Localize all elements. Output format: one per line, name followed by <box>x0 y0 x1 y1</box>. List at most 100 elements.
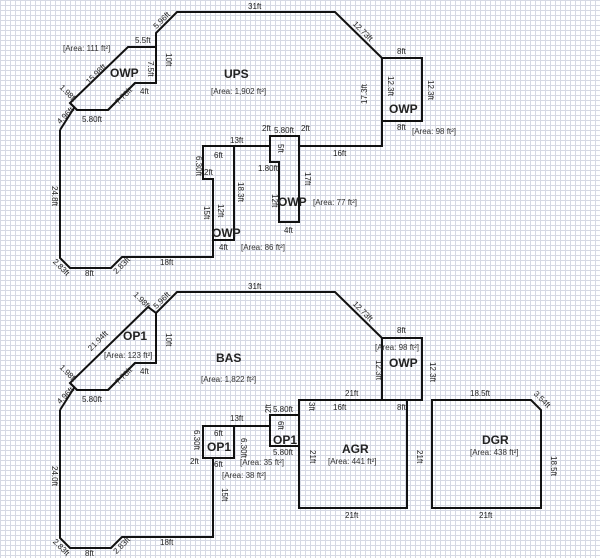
dimension-label: 6.30ft <box>194 156 203 177</box>
dimension-label: 24.0ft <box>50 466 59 487</box>
dimension-label: 21ft <box>345 389 359 398</box>
area-name-owp: OWP <box>389 356 418 370</box>
area-name-op1: OP1 <box>273 433 297 447</box>
dimension-label: 5.80ft <box>273 405 294 414</box>
area-size-owp: [Area: 86 ft²] <box>241 243 285 252</box>
dimension-label: 6.30ft <box>239 438 248 459</box>
dimension-label: 12.3ft <box>386 76 395 97</box>
dimension-label: 6.30ft <box>192 430 201 451</box>
dimension-label: 2ft <box>301 124 311 133</box>
dimension-label: 6ft <box>214 460 224 469</box>
dimension-label: 10ft <box>164 53 173 67</box>
area-size-op1: [Area: 35 ft²] <box>240 458 284 467</box>
owp-c-outline[interactable] <box>269 135 300 223</box>
dimension-label: 12.3ft <box>426 80 435 101</box>
dimension-label: 1.80ft <box>258 164 279 173</box>
owp-a-outline[interactable] <box>68 46 157 111</box>
area-name-owp: OWP <box>278 195 307 209</box>
dimension-label: 4ft <box>284 226 294 235</box>
dimension-label: 4ft <box>140 87 150 96</box>
dimension-label: 18.5ft <box>549 456 558 477</box>
dimension-labels: 31ft 12.73ft 8ft 12.3ft 12.3ft 21ft 16ft… <box>50 282 558 558</box>
dimension-label: 13ft <box>230 136 244 145</box>
owp-d-outline[interactable] <box>213 146 235 241</box>
dimension-label: 18ft <box>160 258 174 267</box>
dimension-label: 7.78ft <box>114 365 135 386</box>
dimension-label: 5.80ft <box>82 395 103 404</box>
dimension-label: 15ft <box>202 206 211 220</box>
area-size-owp: [Area: 111 ft²] <box>63 44 110 53</box>
dimension-label: 1.98ft <box>58 363 79 384</box>
dimension-label: 8ft <box>397 326 407 335</box>
dimension-label: 2ft <box>262 124 272 133</box>
dimension-label: 24.8ft <box>50 186 59 207</box>
area-size-dgr: [Area: 438 ft²] <box>470 448 518 457</box>
dimension-label: 10ft <box>164 333 173 347</box>
dimension-label: 2ft <box>190 457 200 466</box>
dimension-label: 8ft <box>85 269 95 278</box>
dimension-label: 4ft <box>140 367 150 376</box>
area-name-op1: OP1 <box>123 329 147 343</box>
dimension-label: 21ft <box>415 450 424 464</box>
area-size-bas: [Area: 1,822 ft²] <box>201 375 256 384</box>
dimension-label: 13ft <box>230 414 244 423</box>
dimension-label: 17ft <box>303 172 312 186</box>
dimension-label: 18ft <box>160 538 174 547</box>
area-name-op1: OP1 <box>207 440 231 454</box>
dimension-label: 21ft <box>308 450 317 464</box>
dimension-label: 21.94ft <box>86 329 110 353</box>
dimension-label: 8ft <box>397 403 407 412</box>
dimension-label: 4ft <box>219 243 229 252</box>
upper-floor: UPS [Area: 1,902 ft²] OWP [Area: 111 ft²… <box>50 2 456 278</box>
dimension-label: 7.5ft <box>146 61 155 77</box>
dgr-outline[interactable] <box>431 399 542 509</box>
area-size-op1: [Area: 123 ft²] <box>104 351 152 360</box>
dimension-label: 18.5ft <box>470 389 491 398</box>
area-name-owp: OWP <box>389 102 418 116</box>
dimension-label: 2.83ft <box>51 257 72 278</box>
dimension-label: 12.3ft <box>428 362 437 383</box>
lower-floor: BAS [Area: 1,822 ft²] OP1 [Area: 123 ft²… <box>50 282 558 558</box>
dimension-label: 12ft <box>270 194 279 208</box>
area-size-ups: [Area: 1,902 ft²] <box>211 87 266 96</box>
dimension-label: 16ft <box>333 149 347 158</box>
dimension-label: 5.80ft <box>82 115 103 124</box>
area-name-agr: AGR <box>342 442 369 456</box>
dimension-label: 3.54ft <box>532 389 553 410</box>
dimension-label: 15ft <box>220 488 229 502</box>
dimension-label: 7.78ft <box>114 85 135 106</box>
area-name-owp: OWP <box>212 226 241 240</box>
dimension-label: 8ft <box>397 47 407 56</box>
owp-b-outline[interactable] <box>381 57 423 122</box>
dimension-label: 6ft <box>276 421 285 431</box>
area-size-owp: [Area: 98 ft²] <box>375 343 419 352</box>
dimension-label: 31ft <box>248 2 262 11</box>
dimension-label: 5.80ft <box>273 448 294 457</box>
op1-a-outline[interactable] <box>68 305 157 391</box>
dimension-label: 8ft <box>85 549 95 558</box>
dimension-label: 2.83ft <box>51 537 72 558</box>
dimension-label: 12.3ft <box>374 360 383 381</box>
dimension-label: 6ft <box>214 429 224 438</box>
area-name-bas: BAS <box>216 351 241 365</box>
dimension-label: 17.3ft <box>360 83 369 104</box>
dimension-label: 2ft <box>264 403 273 413</box>
area-size-owp: [Area: 77 ft²] <box>313 198 357 207</box>
dimension-label: 5.5ft <box>135 36 151 45</box>
dimension-label: 3ft <box>307 402 316 412</box>
dimension-label: 18.3ft <box>236 182 245 203</box>
dimension-label: 21ft <box>345 511 359 520</box>
op1-b-outline[interactable] <box>202 425 235 459</box>
dimension-label: 5ft <box>276 144 285 154</box>
dimension-label: 6ft <box>214 151 224 160</box>
area-size-op1: [Area: 38 ft²] <box>222 471 266 480</box>
bas-outline[interactable] <box>59 291 383 549</box>
dimension-label: 12ft <box>216 204 225 218</box>
dimension-label: 8ft <box>397 123 407 132</box>
dimension-label: 2ft <box>204 168 214 177</box>
agr-outline[interactable] <box>298 399 408 509</box>
dimension-label: 16ft <box>333 403 347 412</box>
dimension-label: 31ft <box>248 282 262 291</box>
area-size-owp: [Area: 98 ft²] <box>412 127 456 136</box>
area-name-ups: UPS <box>224 67 249 81</box>
